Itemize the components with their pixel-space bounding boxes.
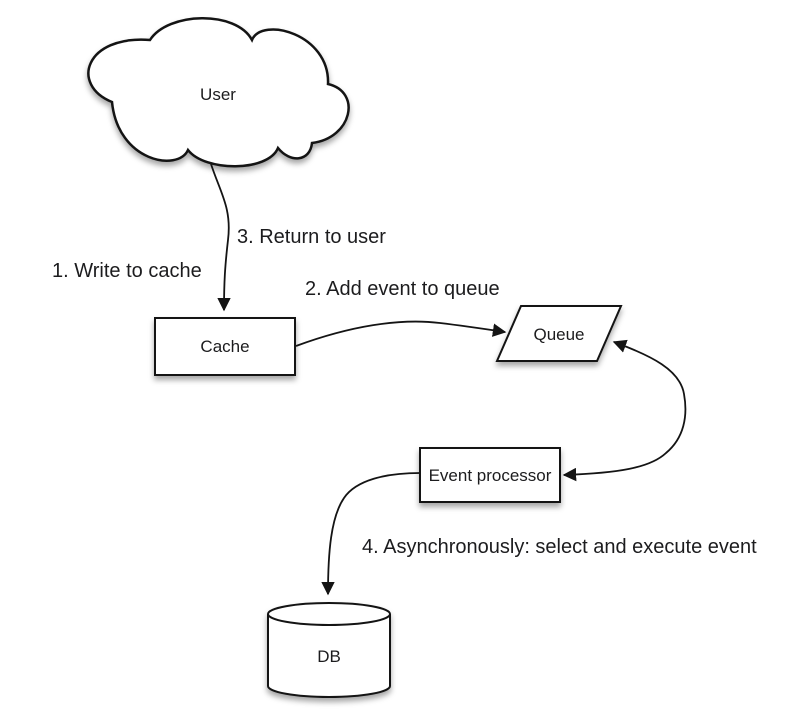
edge-user-to-cache-arrow	[210, 163, 231, 312]
edge-event-processor-to-db-arrow	[321, 472, 421, 596]
edge-queue-event-processor-loop-arrow	[562, 339, 687, 482]
edge-label-add-event-to-queue: 2. Add event to queue	[305, 278, 500, 300]
event-processor-node-label: Event processor	[429, 466, 552, 485]
queue-node-label: Queue	[533, 325, 584, 344]
cache-node-shape	[154, 317, 296, 376]
db-node-label: DB	[317, 647, 341, 666]
event-processor-node-shape	[419, 447, 561, 503]
edge-cache-to-queue-arrow	[295, 320, 507, 347]
edge-label-async-execute: 4. Asynchronously: select and execute ev…	[362, 536, 757, 558]
edge-label-return-to-user: 3. Return to user	[237, 226, 386, 248]
db-cylinder-body	[267, 614, 391, 698]
edge-label-write-to-cache: 1. Write to cache	[52, 260, 202, 282]
db-node-shape	[267, 602, 391, 698]
user-node-label: User	[200, 85, 236, 104]
cache-node-label: Cache	[200, 337, 249, 356]
db-cylinder-top	[267, 602, 391, 626]
user-cloud-shape	[87, 17, 350, 168]
